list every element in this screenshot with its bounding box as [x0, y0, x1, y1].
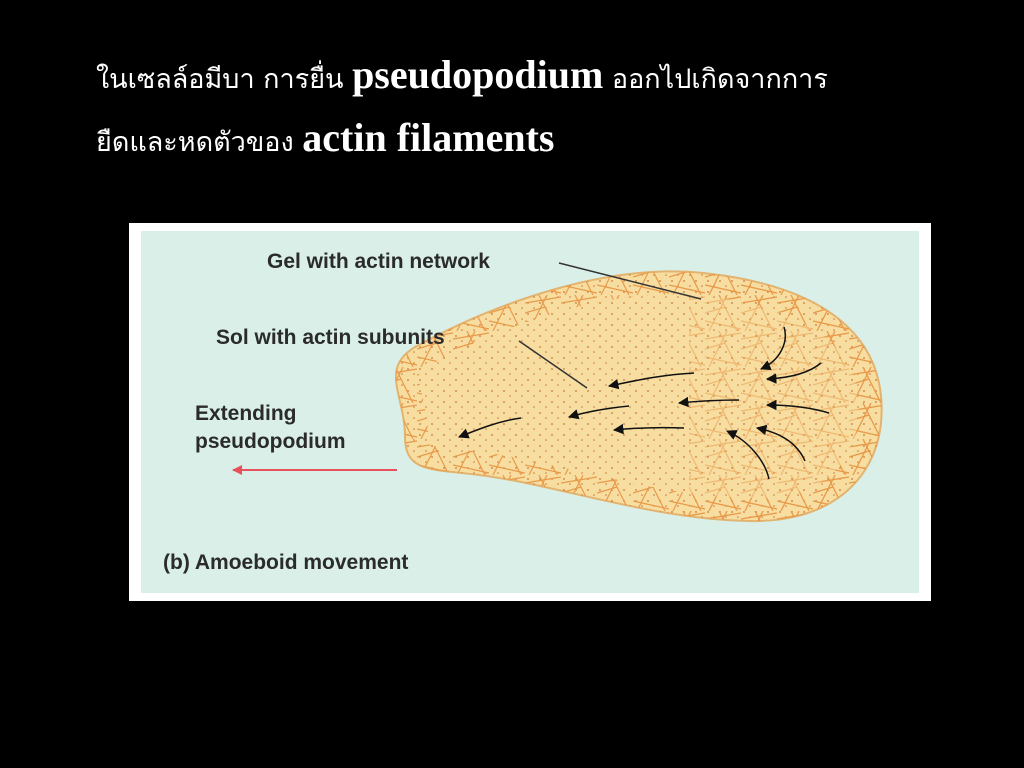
amoeboid-movement-figure: Gel with actin network Sol with actin su…: [129, 223, 931, 601]
figure-caption: (b) Amoeboid movement: [163, 551, 408, 574]
title-line1-pre: ในเซลล์อมีบา การยื่น: [96, 64, 353, 95]
title-term-pseudopodium: pseudopodium: [352, 52, 604, 97]
figure-svg: Gel with actin network Sol with actin su…: [141, 231, 919, 593]
title-term-actin-filaments: actin filaments: [302, 115, 555, 160]
label-gel-with-actin-network: Gel with actin network: [267, 250, 490, 273]
label-extending: Extending: [195, 402, 297, 425]
label-pseudopodium: pseudopodium: [195, 430, 346, 453]
gel-leader-line: [558, 262, 702, 300]
title-line2-pre: ยืดและหดตัวของ: [96, 127, 303, 158]
cytoplasm-flow-arrows: [458, 326, 830, 480]
slide-title: ในเซลล์อมีบา การยื่น pseudopodium ออกไปเ…: [96, 46, 976, 172]
label-sol-with-actin-subunits: Sol with actin subunits: [216, 326, 445, 349]
sol-leader-line: [518, 340, 588, 389]
title-line1-post: ออกไปเกิดจากการ: [603, 64, 828, 95]
